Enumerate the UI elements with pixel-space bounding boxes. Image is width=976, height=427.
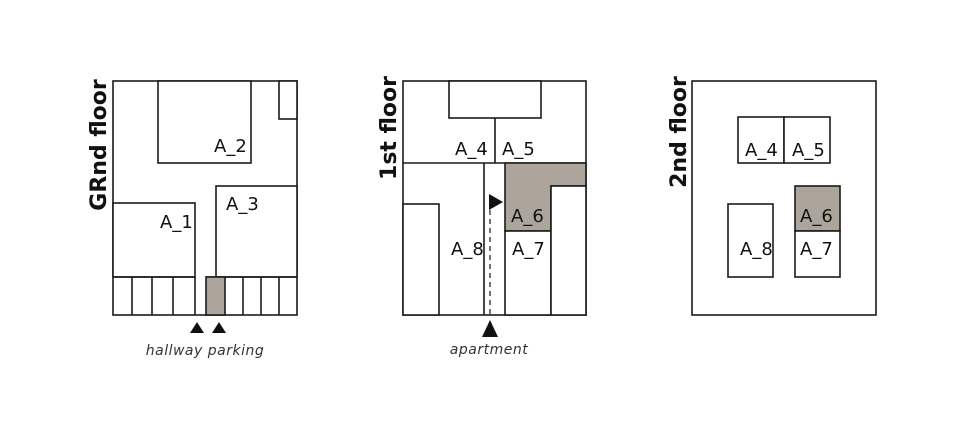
unit-label-a4: A_4 — [745, 140, 778, 161]
unit-a1-room — [112, 202, 196, 278]
hallway-entrance-arrow-icon — [190, 322, 204, 333]
highlighted-parking-space — [205, 276, 226, 316]
second-floor-plan: 2nd floor A_4 A_5 A_6 A_7 A_8 — [667, 76, 877, 316]
parking-entrance-arrow-icon — [212, 322, 226, 333]
unit-label-a4: A_4 — [455, 139, 488, 160]
unit-label-a3: A_3 — [226, 194, 259, 215]
unit-label-a8: A_8 — [740, 239, 773, 260]
unit-label-a5: A_5 — [792, 140, 825, 161]
unit-label-a6: A_6 — [511, 206, 544, 227]
unit-label-a5: A_5 — [502, 139, 535, 160]
ground-floor-plan: GRnd floor A_1 A_2 A_3 hallway parking — [87, 79, 298, 359]
unit-a8-room — [727, 203, 774, 278]
unit-a4-room — [737, 116, 785, 164]
unit-a2-room — [157, 80, 252, 164]
unit-a3-room — [215, 185, 298, 278]
apartment-entrance-arrow-icon — [482, 320, 498, 337]
corridor-arrow-icon — [489, 194, 503, 210]
first-top-room — [448, 80, 542, 119]
second-floor-outline — [691, 80, 877, 316]
unit-label-a7: A_7 — [512, 239, 545, 260]
unit-a7-room — [504, 230, 552, 316]
hallway-parking-caption: hallway parking — [146, 343, 264, 359]
first-floor-plan: 1st floor A_4 A_5 A_6 A_7 A_8 apartment — [377, 76, 587, 358]
first-left-room — [402, 203, 440, 316]
unit-a6-highlighted — [794, 185, 841, 232]
first-floor-title: 1st floor — [377, 76, 402, 180]
second-floor-title: 2nd floor — [667, 76, 692, 188]
ground-floor-title: GRnd floor — [87, 79, 112, 211]
unit-label-a2: A_2 — [214, 136, 247, 157]
unit-a5-room — [783, 116, 831, 164]
unit-a7-room — [794, 230, 841, 278]
first-right-room — [550, 185, 587, 316]
parking-row — [113, 276, 297, 316]
apartment-caption: apartment — [450, 342, 528, 358]
unit-label-a6: A_6 — [800, 206, 833, 227]
ground-small-room — [278, 80, 298, 120]
unit-label-a7: A_7 — [800, 239, 833, 260]
unit-label-a1: A_1 — [160, 212, 193, 233]
unit-label-a8: A_8 — [451, 239, 484, 260]
